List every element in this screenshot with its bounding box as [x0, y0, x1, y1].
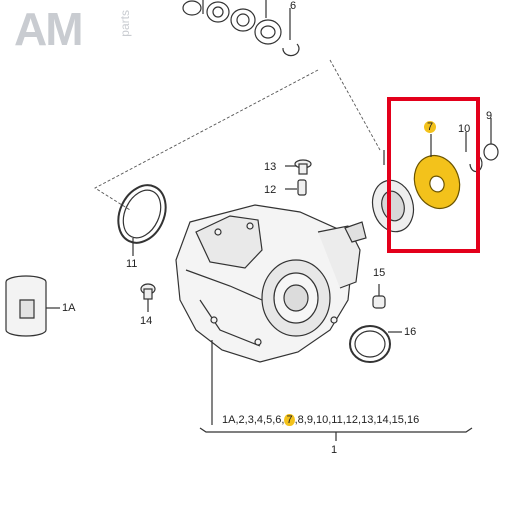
summary-item: 5,	[266, 414, 276, 426]
oil-can-1a	[5, 275, 60, 337]
callout-7[interactable]: 7	[424, 121, 437, 133]
thrust-washer-7[interactable]	[407, 134, 467, 215]
summary-item: 1A,	[222, 414, 239, 426]
output-flange	[371, 150, 415, 233]
callout-12: 12	[264, 184, 277, 196]
summary-item: 12,	[345, 414, 362, 426]
top-bearing-set	[182, 0, 300, 57]
summary-item-highlighted[interactable]: 7	[284, 414, 295, 426]
summary-item: 15,	[391, 414, 407, 426]
pin-12	[297, 179, 307, 196]
seal-15	[372, 284, 386, 309]
summary-bracket	[199, 340, 473, 441]
summary-item: 2,	[238, 414, 248, 426]
summary-item: 6,	[275, 414, 285, 426]
o-ring-9	[483, 118, 499, 161]
transfer-case-housing	[175, 204, 367, 363]
callout-15: 15	[373, 267, 386, 279]
summary-item: 9,	[306, 414, 316, 426]
o-ring-16	[349, 325, 402, 363]
callout-10: 10	[458, 123, 471, 135]
callout-9: 9	[486, 110, 493, 122]
callout-11: 11	[126, 258, 138, 270]
summary-item: 11,	[331, 414, 346, 426]
callout-1: 1	[331, 444, 338, 456]
summary-item: 3,	[247, 414, 257, 426]
summary-item: 4,	[256, 414, 267, 426]
summary-item: 10,	[316, 414, 332, 426]
logo-am: AM	[14, 3, 84, 55]
assembly-guide-lines	[94, 59, 381, 211]
callout-16: 16	[404, 326, 417, 338]
highlight-frame	[387, 97, 480, 253]
bolt-13	[294, 159, 312, 175]
summary-item: 13,	[361, 414, 377, 426]
callout-6: 6	[290, 0, 297, 12]
callout-13: 13	[264, 161, 277, 173]
summary-item: 16	[406, 414, 420, 426]
callout-1a: 1A	[62, 302, 76, 314]
summary-item: ,8,	[294, 414, 307, 426]
assembly-contents-list: 1A,2,3,4,5,6,7,8,9,10,11,12,13,14,15,16	[222, 414, 419, 426]
callout-14: 14	[140, 315, 153, 327]
o-ring-11	[117, 184, 167, 256]
summary-item: 14,	[376, 414, 392, 426]
plug-14	[140, 283, 156, 312]
